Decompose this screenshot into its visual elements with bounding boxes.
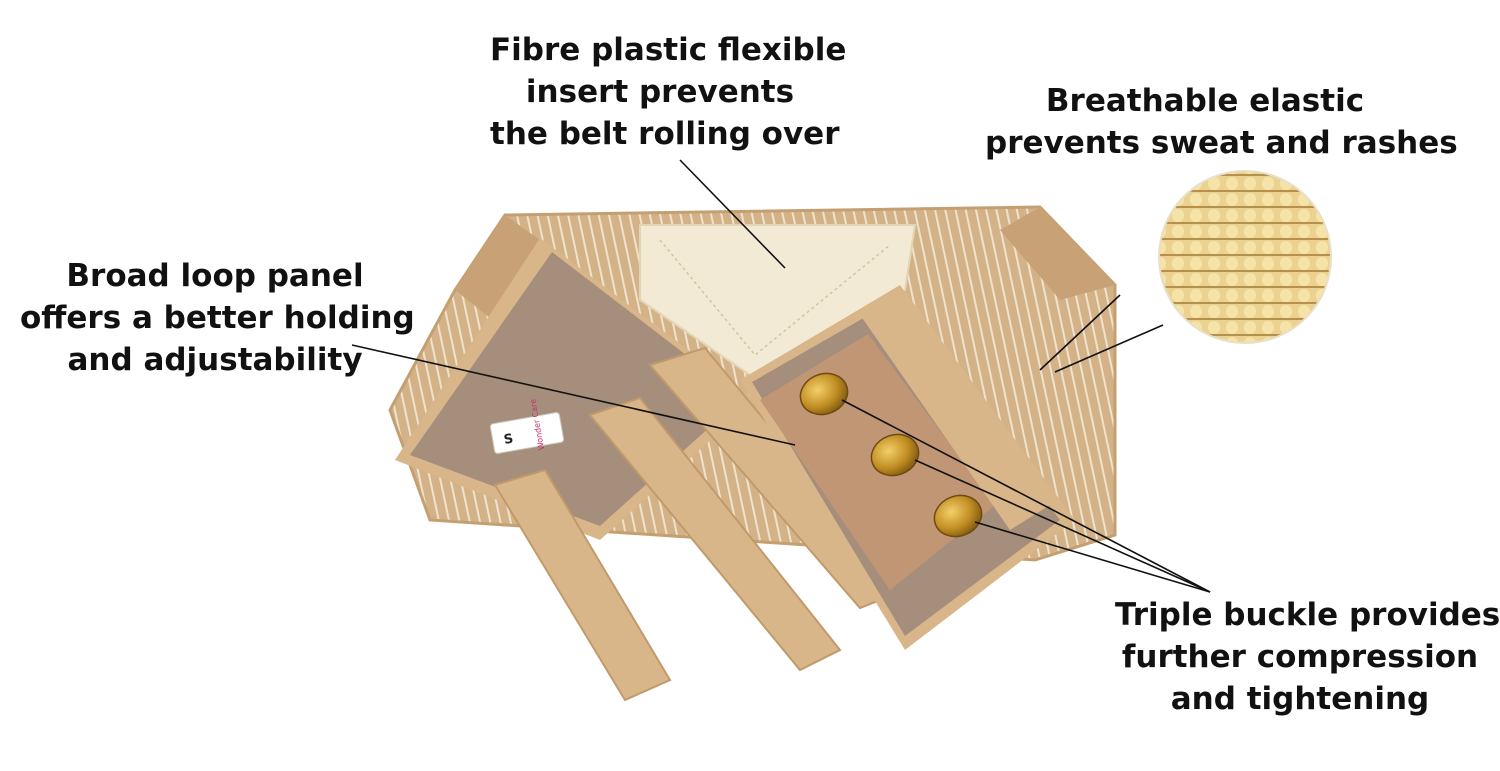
loop-panel-callout: Broad loop panel offers a better holding… [20,255,415,381]
callout-line: Fibre plastic flexible [490,32,847,68]
breathable-elastic-callout: Breathable elastic prevents sweat and ra… [985,80,1458,164]
callout-line: and tightening [1170,681,1430,717]
callout-line: Breathable elastic [1045,83,1365,119]
callout-line: and adjustability [67,342,363,378]
knit-zoom-circle [1158,170,1332,344]
size-tag-letter: S [503,432,515,448]
callout-line: further compression [1121,639,1479,675]
callout-line: Broad loop panel [66,258,364,294]
triple-buckle [799,372,983,538]
callout-line: prevents sweat and rashes [985,125,1458,161]
triple-buckle-callout: Triple buckle provides further compressi… [1115,594,1500,720]
callout-line: the belt rolling over [490,116,840,152]
fibre-insert-callout: Fibre plastic flexible insert prevents t… [490,29,847,155]
callout-line: Triple buckle provides [1115,597,1500,633]
leader-lines [351,159,1211,593]
callout-line: insert prevents [525,74,795,110]
callout-line: offers a better holding [20,300,415,336]
